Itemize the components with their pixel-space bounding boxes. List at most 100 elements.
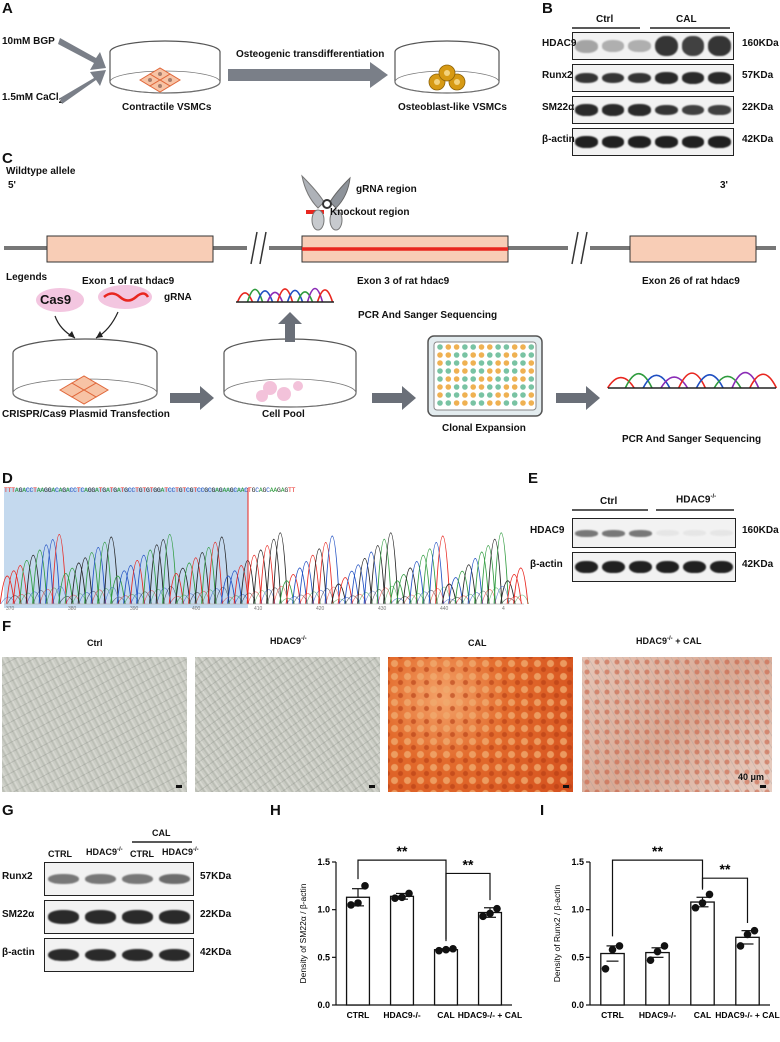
trace-minor: [422, 589, 438, 605]
data-point: [449, 944, 457, 953]
e-band: [602, 529, 625, 537]
data-point: [743, 930, 752, 939]
legends-label: Legends: [6, 272, 48, 283]
base-letter: C: [167, 487, 172, 494]
trace-tick: 430: [378, 606, 387, 612]
trace-peak: [311, 548, 327, 605]
data-point: [442, 945, 450, 954]
well: [487, 360, 493, 366]
micrograph-ctrl: [2, 657, 187, 792]
well: [487, 344, 493, 350]
base-letter: C: [131, 487, 136, 494]
well: [437, 384, 443, 390]
x-tick-label: CTRL: [601, 1010, 624, 1020]
dish-cellpool-icon: [223, 338, 357, 408]
trace-tick: 400: [192, 606, 201, 612]
b-band: [628, 104, 651, 116]
trace-tick: 420: [316, 606, 325, 612]
trace-peak: [220, 575, 236, 605]
b-band: [681, 104, 705, 116]
g-blot-0: [44, 862, 194, 896]
e-size-0: 160KDa: [742, 525, 779, 536]
x-tick-label: HDAC9-/- + CAL: [715, 1010, 779, 1020]
base-letter: A: [240, 487, 245, 494]
base-letter: C: [244, 487, 248, 494]
trace-peak: [350, 564, 366, 605]
panel-e-group-lines: [572, 509, 734, 511]
seq-top-label: PCR And Sanger Sequencing: [358, 310, 498, 321]
base-letter: A: [105, 487, 110, 494]
base-letter: A: [51, 487, 55, 494]
trace-peak: [448, 577, 464, 605]
well: [511, 392, 518, 398]
base-letter: G: [138, 487, 143, 494]
well: [445, 352, 452, 358]
trace-minor: [409, 593, 425, 605]
trace-peak: [606, 376, 635, 389]
trace-peak: [194, 552, 210, 605]
f-label-hdac9cal-sup: -/-: [667, 636, 673, 642]
trace-peak: [324, 535, 340, 605]
well: [462, 384, 468, 390]
e-protein-1: β-actin: [530, 559, 563, 570]
trace-peak: [296, 291, 314, 303]
trace-peak: [25, 554, 41, 605]
trace-minor: [143, 590, 159, 605]
trace-minor: [71, 593, 87, 605]
trace-peak: [272, 532, 288, 605]
f-label-cal: CAL: [468, 638, 487, 648]
b-blot-1: [572, 64, 734, 92]
data-point: [398, 893, 406, 902]
base-letter: A: [222, 487, 227, 494]
base-letter: T: [182, 487, 187, 494]
trace-minor: [286, 596, 302, 605]
well: [503, 384, 510, 390]
trace-peak: [129, 559, 145, 605]
data-point: [601, 964, 610, 973]
well: [437, 360, 443, 366]
b-band: [655, 104, 678, 116]
trace-peak: [396, 573, 412, 605]
input-cacl2-sub: 2: [58, 98, 63, 105]
b-blot-3: [572, 128, 734, 156]
trace-peak: [474, 551, 490, 605]
trace-peak: [389, 580, 405, 605]
base-letter: G: [113, 487, 117, 494]
bar: [477, 911, 503, 1006]
significance-label: **: [463, 856, 474, 872]
g-lane-hdac9: HDAC9-/-: [86, 847, 123, 857]
well: [495, 368, 501, 374]
data-point: [354, 899, 362, 907]
g-band: [84, 873, 117, 885]
b-size-2: 22KDa: [742, 102, 774, 113]
well: [487, 392, 493, 398]
trace-minor: [182, 593, 198, 605]
base-letter: G: [102, 487, 106, 494]
well: [437, 392, 443, 398]
micrograph-hdac9: [195, 657, 380, 792]
trace-peak: [376, 538, 392, 605]
base-letter: G: [91, 487, 96, 494]
trace-minor: [240, 592, 256, 605]
b-blot-2: [572, 96, 734, 124]
data-point: [347, 901, 355, 909]
well: [520, 384, 526, 390]
trace-peak: [77, 557, 93, 605]
base-letter: C: [127, 487, 132, 494]
trace-peak: [90, 547, 106, 605]
base-letter: A: [226, 487, 230, 494]
e-group-hdac9-text: HDAC9: [676, 494, 711, 506]
trace-minor: [78, 592, 94, 605]
well: [495, 384, 501, 390]
base-letter: C: [233, 487, 237, 494]
trace-peak: [58, 572, 74, 605]
e-band: [710, 530, 733, 536]
trace-peak: [344, 570, 360, 605]
g-lane-hdac9-text: HDAC9: [86, 847, 118, 857]
micrograph-cal: [388, 657, 573, 792]
trace-peak: [286, 289, 304, 303]
well: [511, 352, 518, 358]
dish2-label: Osteoblast-like VSMCs: [398, 102, 507, 113]
trace-minor: [13, 594, 29, 605]
